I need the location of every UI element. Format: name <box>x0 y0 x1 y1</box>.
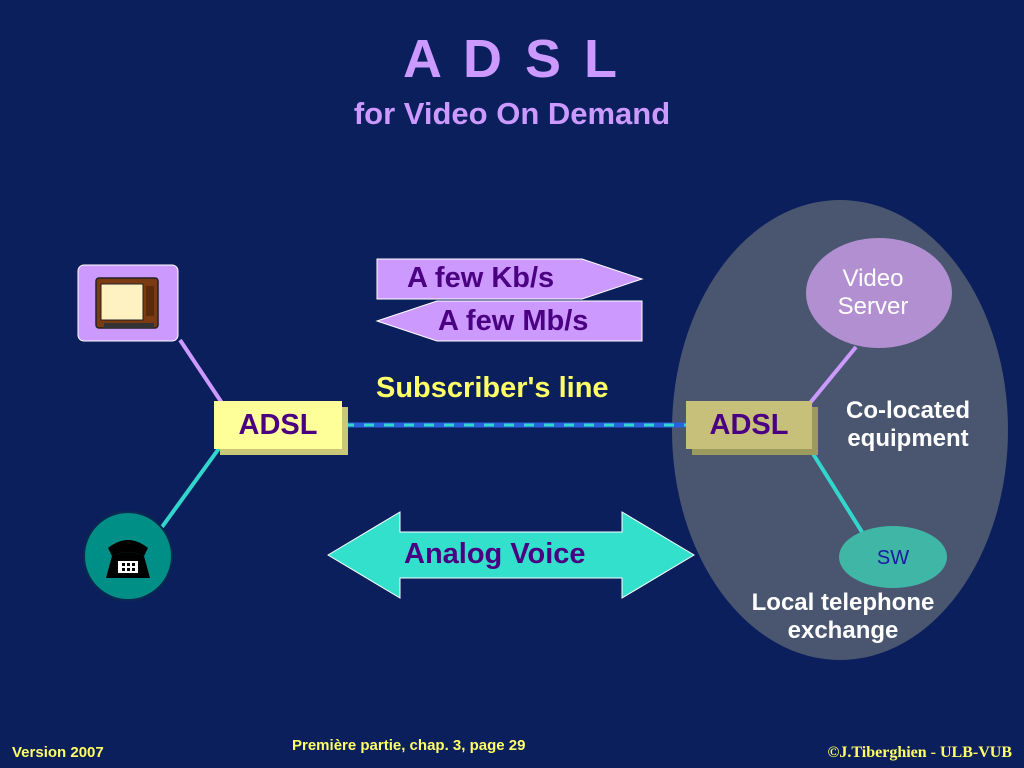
colocated-line1: Co-located <box>845 397 970 424</box>
phone-link <box>160 445 222 529</box>
switch-node <box>839 526 947 588</box>
tv-link <box>178 338 224 405</box>
voice-label: Analog Voice <box>404 538 586 570</box>
adsl-modem-subscriber: ADSL <box>214 401 342 449</box>
exchange-line2: exchange <box>787 617 899 644</box>
footer-version: Version 2007 <box>12 744 104 761</box>
slide-subtitle: for Video On Demand <box>353 96 671 131</box>
footer-page: Première partie, chap. 3, page 29 <box>292 737 526 754</box>
slide-title: A D S L <box>402 29 621 89</box>
video-server-label: Video Server <box>826 265 920 321</box>
colocated-label: Co-located equipment <box>830 397 986 453</box>
downstream-arrow <box>375 300 643 342</box>
upstream-label: A few Kb/s <box>407 262 555 294</box>
downstream-label: A few Mb/s <box>438 305 589 337</box>
switch-label: SW <box>876 547 910 569</box>
telephone-icon <box>106 540 150 578</box>
video-server-line2: Server <box>837 293 909 320</box>
exchange-label: Local telephone exchange <box>738 589 948 645</box>
adsl-modem-exchange: ADSL <box>686 401 812 449</box>
colocated-line2: equipment <box>847 425 969 452</box>
voice-arrow <box>327 511 695 599</box>
footer-copyright: ©J.Tiberghien - ULB-VUB <box>827 744 1012 761</box>
subscriber-line-label: Subscriber's line <box>376 372 609 404</box>
server-link <box>808 345 858 405</box>
video-server-node <box>806 238 952 348</box>
switch-link <box>808 447 864 534</box>
tv-icon <box>95 277 159 329</box>
upstream-arrow <box>376 258 644 300</box>
video-server-line1: Video <box>842 265 904 292</box>
exchange-line1: Local telephone <box>751 589 935 616</box>
